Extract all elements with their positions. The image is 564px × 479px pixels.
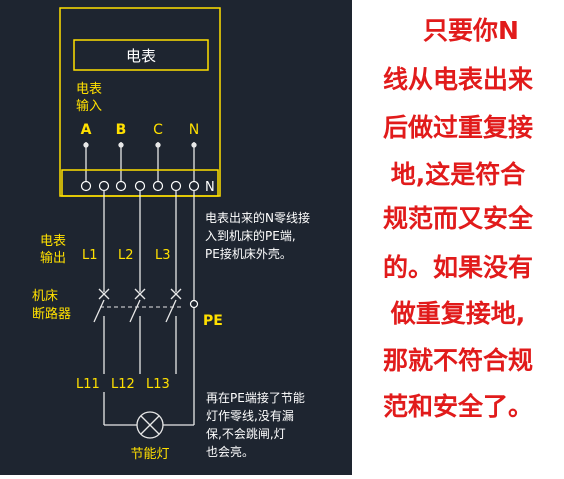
breaker-label-1: 机床 [32,289,58,304]
side-note-line-4: 地,这是符合 [390,160,526,189]
breaker-blade-l2 [129,299,141,323]
side-note-line-1: 只要你N [423,16,519,45]
breaker-blade-l3 [165,299,177,323]
load-label-l11: L11 [76,377,100,392]
input-dot-b [118,142,124,148]
meter-title: 电表 [126,47,156,65]
neutral-note-3: PE接机床外壳。 [205,246,292,261]
line-label-l2: L2 [118,248,134,263]
pe-terminal [189,299,199,309]
breaker-x-l2b [134,288,146,300]
side-note-line-5: 规范而又安全 [382,204,533,233]
breaker-blade-l1 [93,299,105,323]
output-label-2: 输出 [40,250,66,266]
breaker-x-l1b [98,288,110,300]
side-note-line-7: 做重复接地, [390,299,526,328]
line-label-l3: L3 [155,248,171,263]
phase-label-n: N [189,122,199,138]
pe-label: PE [203,313,223,329]
terminal-1 [80,180,92,192]
lamp-note-1: 再在PE端接了节能 [206,390,305,405]
side-note-line-2: 线从电表出来 [382,65,533,94]
lamp-note-2: 灯作零线,没有漏 [206,408,294,423]
side-note-panel: 只要你N 线从电表出来 后做过重复接 地,这是符合 规范而又安全 的。如果没有 … [352,0,564,475]
input-dot-a [83,142,89,148]
wiring-diagram: 电表 电表 输入 A B C N N 电表 输出 L1 L2 L3 [32,7,310,462]
breaker-label-2: 断路器 [32,306,71,322]
phase-label-a: A [81,122,92,138]
load-label-l13: L13 [146,377,170,392]
side-note-line-8: 那就不符合规 [382,346,533,375]
terminal-4 [134,180,146,192]
terminal-5 [152,180,164,192]
terminal-7 [188,180,200,192]
terminal-3 [115,180,127,192]
side-note-line-9: 范和安全了。 [382,392,533,421]
lamp-icon [136,411,164,439]
side-note-line-6: 的。如果没有 [382,253,533,282]
meter-input-label-2: 输入 [76,98,102,114]
load-label-l12: L12 [111,377,135,392]
side-note-line-3: 后做过重复接 [382,113,533,142]
lamp-note-4: 也会亮。 [206,444,254,459]
cad-diagram-panel: 电表 电表 输入 A B C N N 电表 输出 L1 L2 L3 [0,0,352,475]
terminal-n-label: N [205,180,215,195]
breaker-x-l3b [170,288,182,300]
meter-input-label-1: 电表 [76,82,102,97]
phase-label-b: B [116,122,127,138]
meter-display-box [73,39,209,71]
output-label-1: 电表 [40,234,66,249]
line-label-l1: L1 [82,248,98,263]
neutral-note-1: 电表出来的N零线接 [205,210,310,225]
input-dot-n [191,142,197,148]
terminal-2 [98,180,110,192]
input-dot-c [155,142,161,148]
lamp-label: 节能灯 [130,447,169,462]
terminal-6 [170,180,182,192]
phase-label-c: C [153,122,163,138]
neutral-note-2: 入到机床的PE端, [205,228,296,243]
lamp-note-3: 保,不会跳闸,灯 [206,427,286,441]
